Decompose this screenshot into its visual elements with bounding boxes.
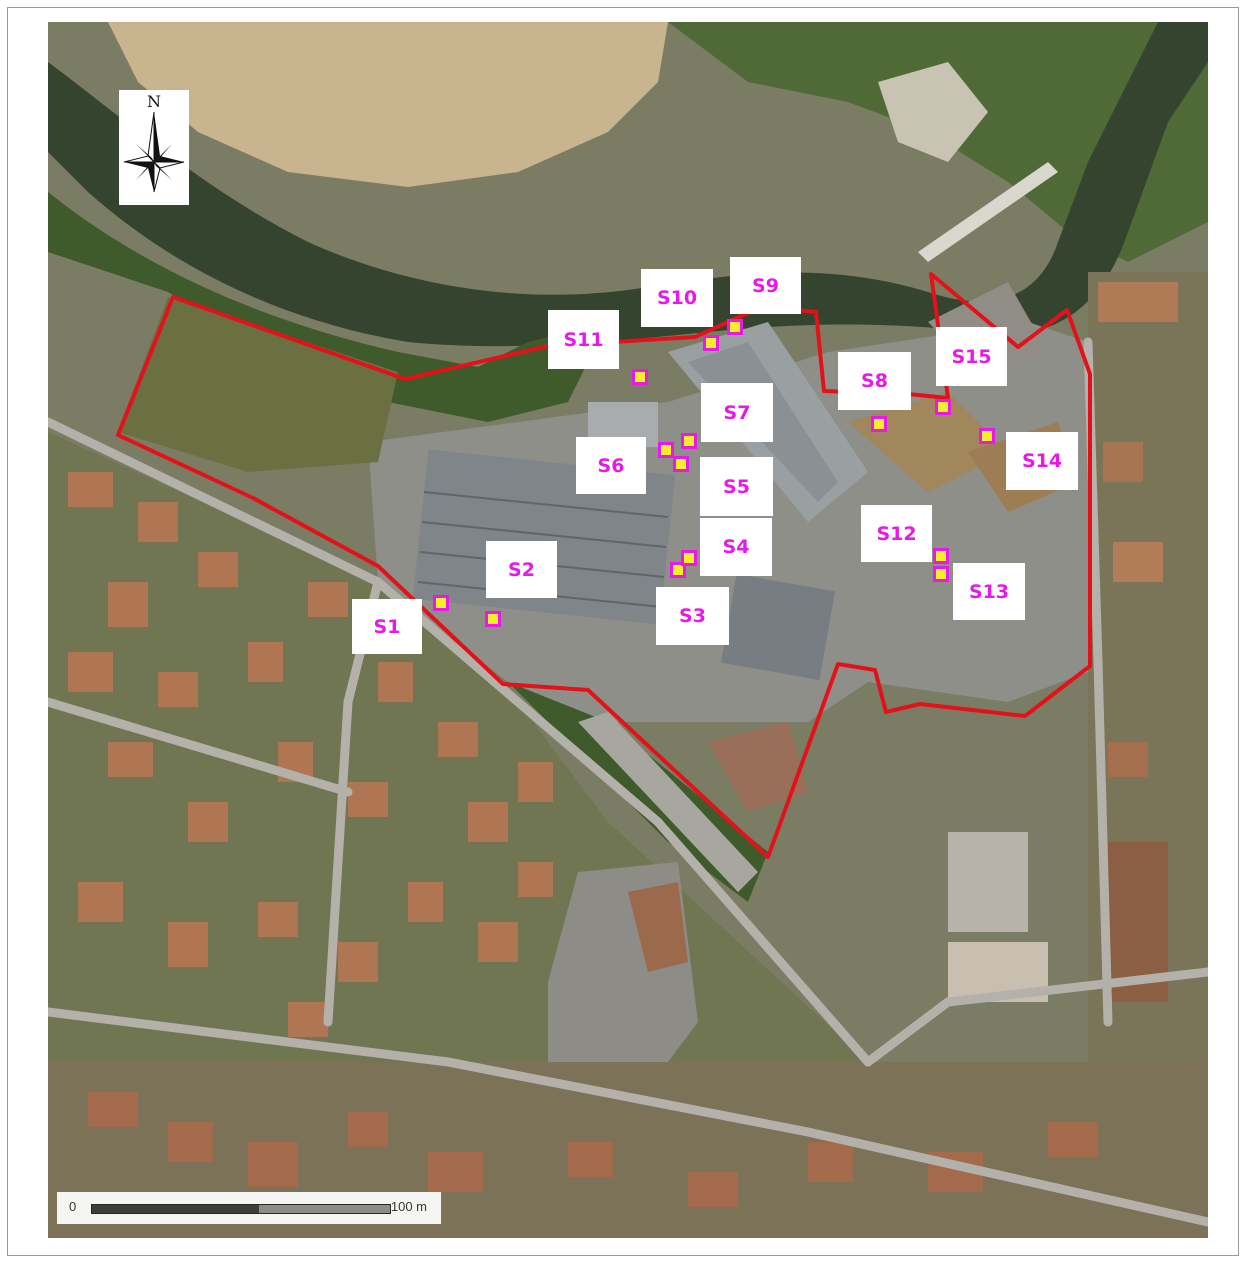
site-label-s12: S12 [861, 505, 932, 562]
site-marker-s12[interactable] [933, 548, 949, 564]
site-label-s5: S5 [700, 457, 773, 516]
site-marker-s6[interactable] [658, 442, 674, 458]
site-label-s13: S13 [953, 563, 1025, 620]
scale-bar-graphic [91, 1204, 391, 1214]
site-marker-s9[interactable] [727, 319, 743, 335]
site-label-s1: S1 [352, 599, 422, 654]
site-marker-s7[interactable] [681, 433, 697, 449]
north-arrow: N [119, 90, 189, 205]
scale-bar: 0 100 m [57, 1192, 441, 1224]
site-label-s4: S4 [700, 518, 772, 576]
site-label-s3: S3 [656, 587, 729, 645]
site-label-s8: S8 [838, 352, 911, 410]
site-label-s6: S6 [576, 437, 646, 494]
site-marker-s13[interactable] [933, 566, 949, 582]
site-marker-s4[interactable] [681, 550, 697, 566]
site-marker-s15[interactable] [935, 399, 951, 415]
site-marker-s3[interactable] [670, 562, 686, 578]
compass-rose-icon [123, 111, 185, 193]
site-label-s9: S9 [730, 257, 801, 314]
site-label-s15: S15 [936, 327, 1007, 386]
site-marker-s8[interactable] [871, 416, 887, 432]
site-label-s2: S2 [486, 541, 557, 598]
site-label-s14: S14 [1006, 432, 1078, 490]
site-marker-s1[interactable] [433, 595, 449, 611]
site-marker-s14[interactable] [979, 428, 995, 444]
site-label-s11: S11 [548, 310, 619, 369]
scale-start-label: 0 [69, 1199, 77, 1214]
aerial-photo [48, 22, 1208, 1238]
site-label-s7: S7 [701, 383, 773, 442]
site-marker-s11[interactable] [632, 369, 648, 385]
site-label-s10: S10 [641, 269, 713, 327]
scale-end-label: 100 m [390, 1199, 427, 1214]
aerial-map[interactable] [48, 22, 1208, 1238]
site-marker-s10[interactable] [703, 335, 719, 351]
site-marker-s5[interactable] [673, 456, 689, 472]
north-label: N [147, 92, 161, 111]
site-marker-s2[interactable] [485, 611, 501, 627]
